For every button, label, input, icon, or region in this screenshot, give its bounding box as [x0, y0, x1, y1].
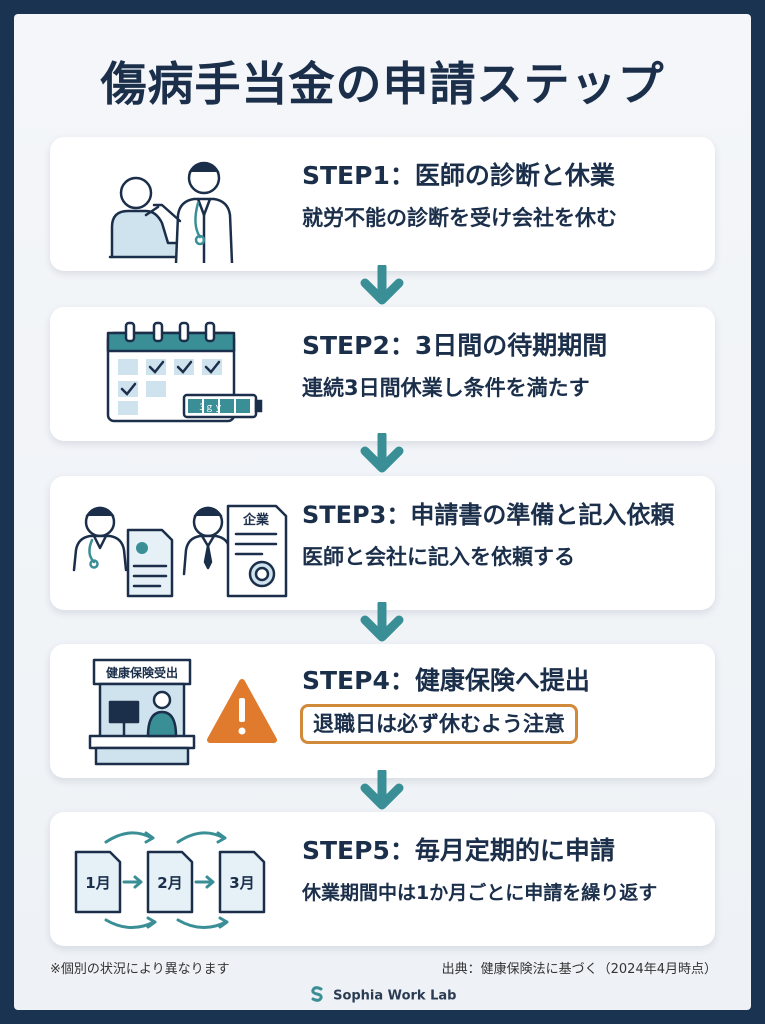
step-card-2: 3ｇｙ STEP2：3日間の待期期間 連続3日間休業し条件を満たす — [50, 307, 715, 441]
month-label-2: 2月 — [157, 874, 182, 892]
step-card-5: 1月 2月 3月 STEP5：毎月定期的に申請 休業期間中は1か月ごとに申請を繰… — [50, 812, 715, 946]
brand-footer: Sophia Work Lab — [0, 986, 765, 1006]
arrow-down-icon — [357, 599, 407, 642]
step-4-warning-note: 退職日は必ず休むよう注意 — [300, 704, 578, 744]
page-title: 傷病手当金の申請ステップ — [100, 57, 665, 111]
monthly-cycle-icon: 1月 2月 3月 — [66, 820, 291, 938]
arrow-down-icon — [357, 430, 407, 473]
doctor-patient-icon — [66, 145, 291, 265]
arrow-down-icon — [357, 767, 407, 810]
doctor-company-documents-icon: 企業 — [66, 484, 291, 602]
month-label-3: 3月 — [229, 874, 254, 892]
step-3-description: 医師と会社に記入を依頼する — [302, 545, 575, 569]
month-label-1: 1月 — [85, 874, 110, 892]
company-label: 企業 — [242, 512, 270, 528]
step-5-description: 休業期間中は1か月ごとに申請を繰り返す — [302, 882, 658, 904]
arrow-down-icon — [357, 262, 407, 305]
step-card-4: 健康保険受出 STEP4：健康保険へ提出 退職日は必ず休むよう注意 — [50, 644, 715, 778]
step-2-description: 連続3日間休業し条件を満たす — [302, 376, 590, 400]
step-5-title: STEP5：毎月定期的に申請 — [302, 836, 615, 865]
step-2-title: STEP2：3日間の待期期間 — [302, 331, 608, 360]
step-3-title: STEP3：申請書の準備と記入依頼 — [302, 501, 675, 529]
warning-icon — [207, 679, 277, 743]
footnote: ※個別の状況により異なります — [50, 962, 230, 977]
battery-label: 3ｇｙ — [199, 403, 223, 413]
step-1-title: STEP1：医師の診断と休業 — [302, 161, 615, 190]
source-note: 出典：健康保険法に基づく（2024年4月時点） — [441, 962, 717, 977]
step-4-title: STEP4：健康保険へ提出 — [302, 666, 590, 695]
brand-name: Sophia Work Lab — [333, 988, 457, 1004]
step-card-3: 企業 STEP3：申請書の準備と記入依頼 医師と会社に記入を依頼する — [50, 476, 715, 610]
calendar-icon: 3ｇｙ — [66, 315, 291, 433]
counter-label: 健康保険受出 — [106, 665, 178, 680]
step-card-1: STEP1：医師の診断と休業 就労不能の診断を受け会社を休む — [50, 137, 715, 271]
insurance-counter-icon: 健康保険受出 — [66, 652, 291, 770]
brand-logo-icon — [309, 986, 325, 1006]
step-1-description: 就労不能の診断を受け会社を休む — [302, 206, 617, 230]
